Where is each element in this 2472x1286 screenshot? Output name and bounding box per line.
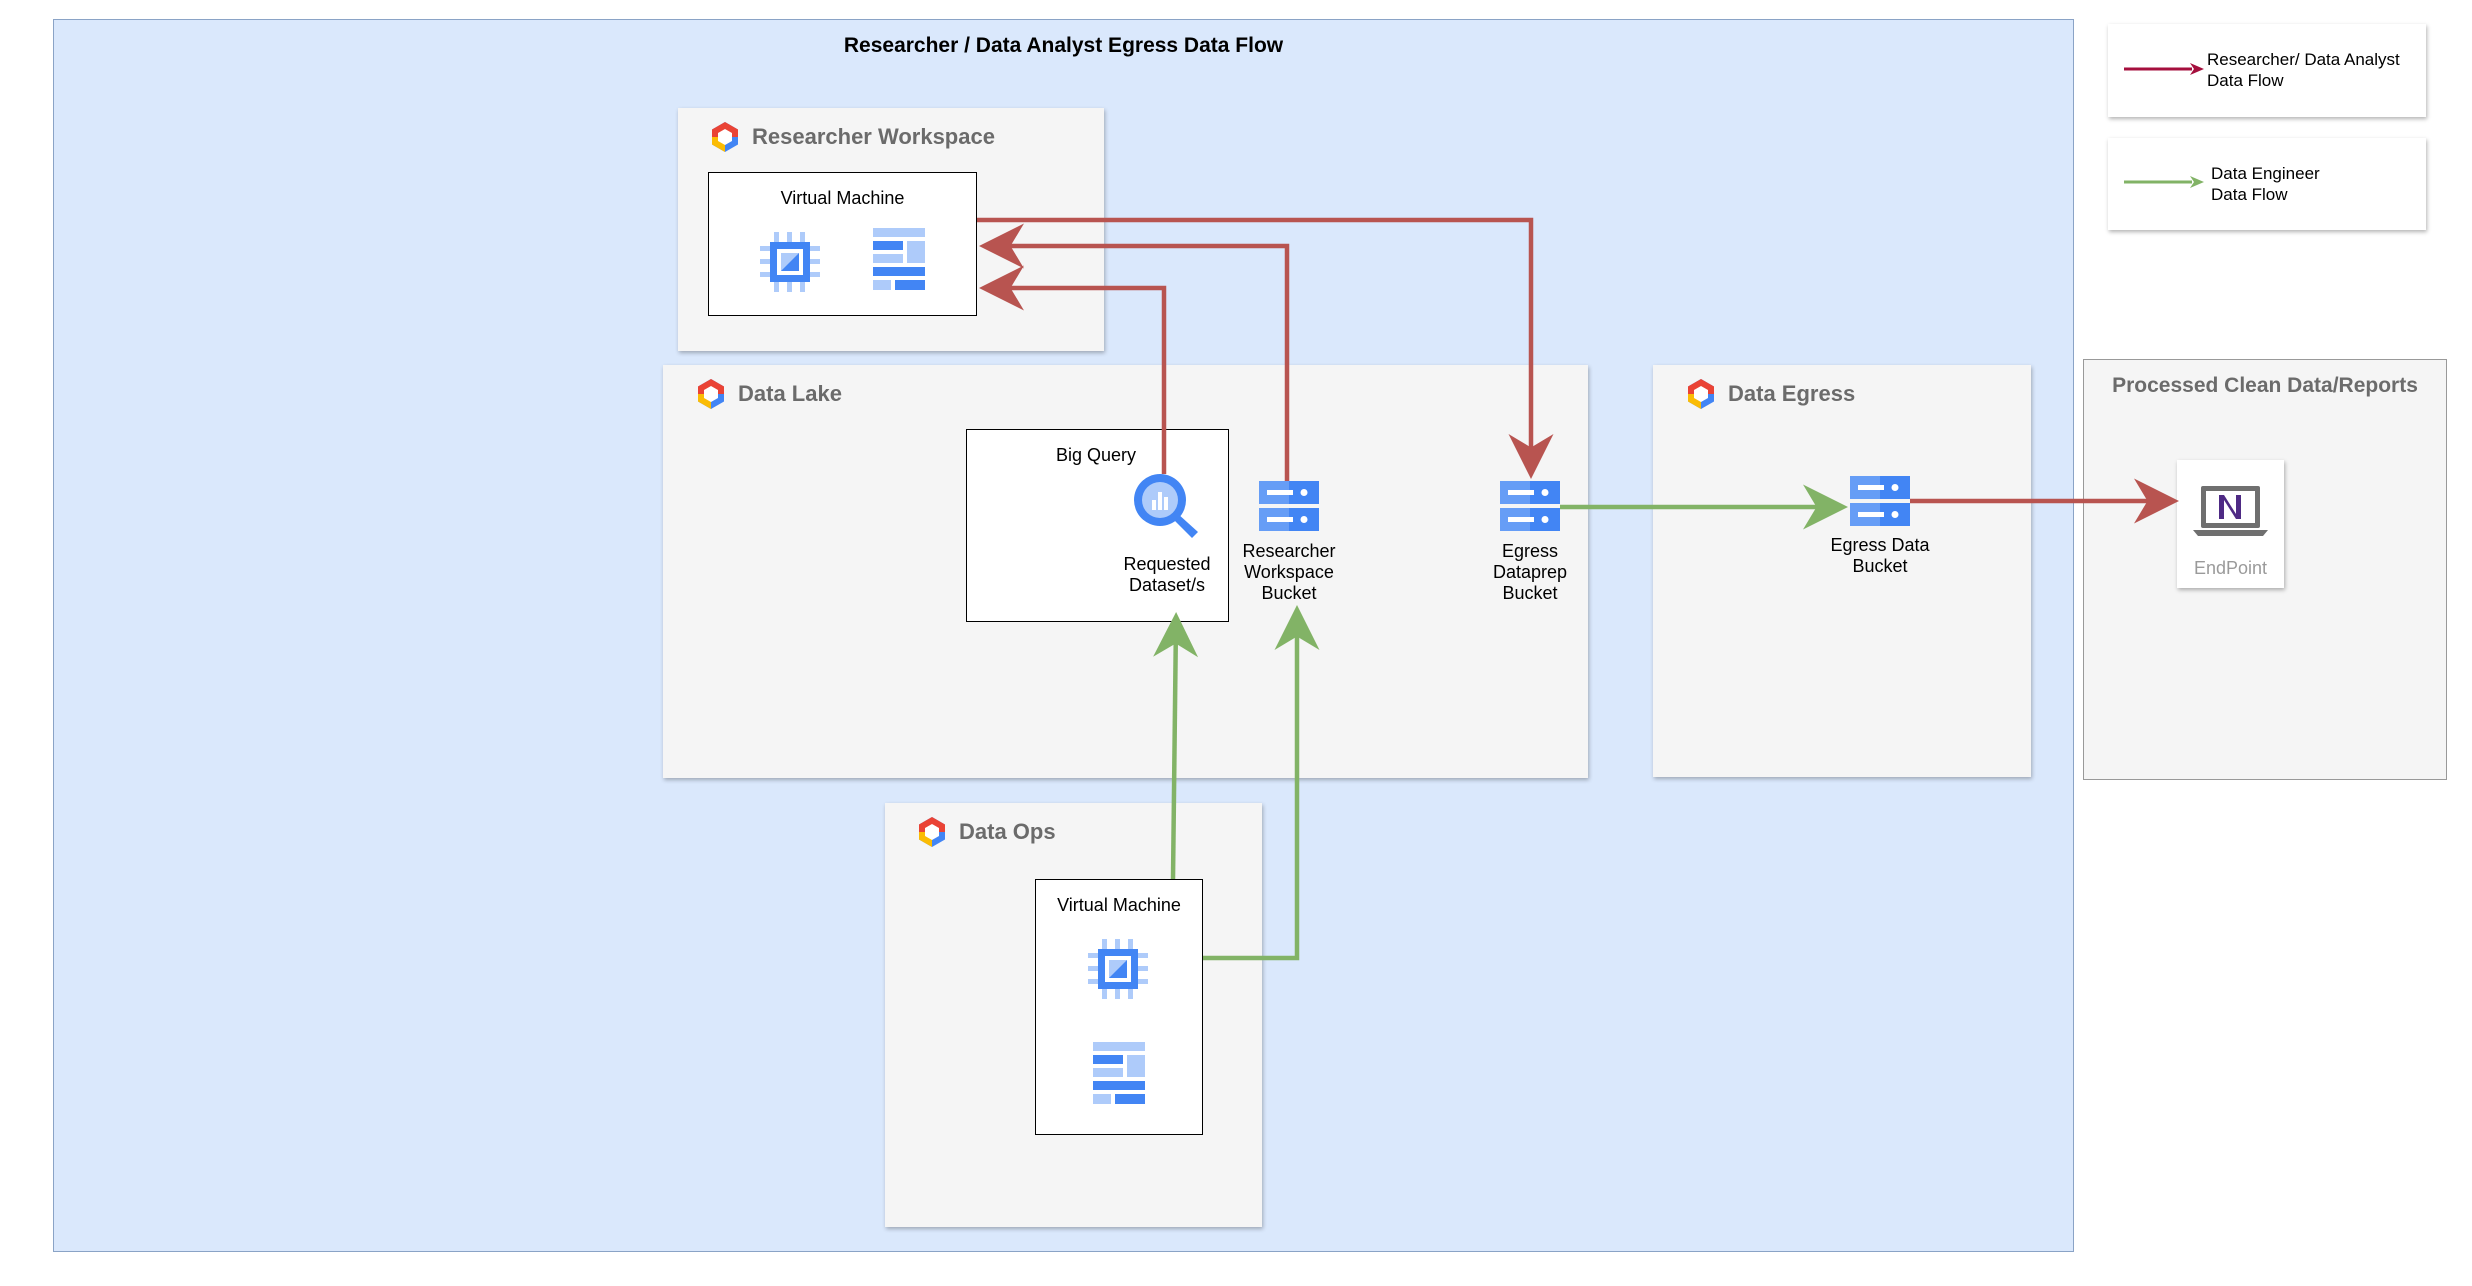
legend-engineer-text-1: Data Engineer bbox=[2211, 164, 2320, 183]
dataprep-icon bbox=[1093, 1042, 1145, 1104]
egress-data-bucket-label-1: Egress Data bbox=[1830, 535, 1930, 555]
laptop-icon bbox=[2193, 486, 2268, 536]
researcher-workspace-title: Researcher Workspace bbox=[752, 124, 995, 149]
legend-researcher-text-1: Researcher/ Data Analyst bbox=[2207, 50, 2400, 69]
diagram-title: Researcher / Data Analyst Egress Data Fl… bbox=[843, 34, 1284, 57]
data-egress-panel[interactable] bbox=[1653, 365, 2031, 777]
bigquery-label: Big Query bbox=[1055, 445, 1137, 465]
storage-bucket-icon bbox=[1259, 481, 1319, 531]
requested-datasets-label-1: Requested bbox=[1123, 554, 1211, 574]
egress-dataprep-label-2: Dataprep bbox=[1492, 562, 1568, 582]
gcp-hex-icon bbox=[1688, 379, 1714, 409]
egress-dataprep-label-3: Bucket bbox=[1502, 583, 1558, 603]
legend-engineer-box bbox=[2108, 138, 2426, 230]
data-lake-title: Data Lake bbox=[738, 381, 842, 406]
legend-researcher-text-2: Data Flow bbox=[2207, 71, 2284, 90]
data-ops-title: Data Ops bbox=[959, 819, 1056, 844]
researcher-bucket-label-2: Workspace bbox=[1244, 562, 1334, 582]
bigquery-icon bbox=[1134, 474, 1198, 538]
processed-data-title: Processed Clean Data/Reports bbox=[2112, 374, 2418, 397]
storage-bucket-icon bbox=[1500, 481, 1560, 531]
researcher-vm-label: Virtual Machine bbox=[780, 188, 905, 208]
egress-data-bucket-label-2: Bucket bbox=[1852, 556, 1908, 576]
compute-engine-icon bbox=[760, 232, 820, 292]
data-ops-vm-box[interactable] bbox=[1035, 879, 1203, 1135]
storage-bucket-icon bbox=[1850, 476, 1910, 526]
legend-engineer-text-2: Data Flow bbox=[2211, 185, 2288, 204]
data-ops-vm-label: Virtual Machine bbox=[1057, 895, 1181, 915]
endpoint-label: EndPoint bbox=[2193, 558, 2268, 578]
researcher-vm-box[interactable] bbox=[708, 172, 977, 316]
gcp-hex-icon bbox=[919, 817, 945, 847]
data-egress-title: Data Egress bbox=[1728, 381, 1856, 406]
researcher-bucket-label-1: Researcher bbox=[1242, 541, 1336, 561]
endpoint-card[interactable]: EndPoint bbox=[2177, 460, 2284, 588]
gcp-hex-icon bbox=[712, 122, 738, 152]
compute-engine-icon bbox=[1088, 939, 1148, 999]
gcp-hex-icon bbox=[698, 379, 724, 409]
researcher-bucket-label-3: Bucket bbox=[1261, 583, 1317, 603]
egress-dataprep-label-1: Egress bbox=[1501, 541, 1559, 561]
legend-engineer-arrow bbox=[2124, 176, 2204, 188]
requested-datasets-label-2: Dataset/s bbox=[1128, 575, 1206, 595]
dataprep-icon bbox=[873, 228, 925, 290]
legend-researcher-arrow bbox=[2124, 63, 2204, 75]
